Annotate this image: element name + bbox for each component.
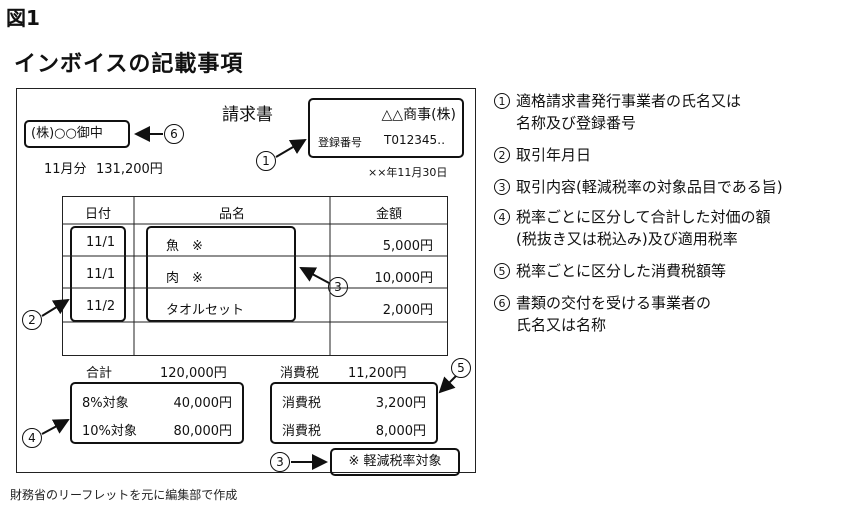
tax-breakdown-box [270, 382, 438, 444]
rate8-label: 8%対象 [82, 396, 129, 411]
invoice-date: ××年11月30日 [368, 166, 448, 179]
header-date: 日付 [84, 207, 111, 222]
legend-num: 5 [494, 263, 510, 279]
invoice-title: 請求書 [222, 105, 273, 125]
recipient-box: (株)○○御中 [24, 120, 130, 148]
registration-number: T012345‥ [384, 133, 446, 147]
issuer-name: △△商事(株) [381, 107, 456, 123]
rate10-label: 10%対象 [82, 424, 137, 439]
row2-item: 肉 ※ [166, 271, 203, 286]
period-amount: 131,200円 [96, 162, 163, 177]
tax-label: 消費税 [280, 366, 320, 381]
marker-5: 5 [451, 358, 471, 378]
rate-totals-box [70, 382, 244, 444]
tax10-amount: 8,000円 [375, 424, 426, 439]
period-month: 11月分 [44, 162, 87, 177]
legend-item-2: 2 取引年月日 [494, 144, 591, 166]
tax10-label: 消費税 [282, 424, 322, 439]
issuer-box [308, 98, 464, 158]
legend-text: 適格請求書発行事業者の氏名又は [516, 92, 742, 110]
legend-text: 取引内容(軽減税率の対象品目である旨) [516, 178, 783, 196]
legend-num: 3 [494, 179, 510, 195]
row1-date: 11/1 [86, 235, 116, 250]
date-highlight [70, 226, 126, 322]
reduced-rate-note-text: ※ 軽減税率対象 [348, 454, 442, 469]
subtotal-label: 合計 [86, 366, 113, 381]
row2-date: 11/1 [86, 267, 116, 282]
row3-item: タオルセット [166, 303, 245, 318]
legend-text: 書類の交付を受ける事業者の [516, 294, 712, 312]
legend-text-cont: (税抜き又は税込み)及び適用税率 [516, 230, 738, 248]
marker-2: 2 [22, 310, 42, 330]
legend-text: 税率ごとに区分して合計した対価の額 [516, 208, 771, 226]
header-amount: 金額 [375, 207, 402, 222]
tax-amount: 11,200円 [348, 366, 407, 381]
legend-text: 税率ごとに区分した消費税額等 [516, 262, 727, 280]
legend-num: 2 [494, 147, 510, 163]
row3-amount: 2,000円 [382, 303, 433, 318]
figure-caption: 財務省のリーフレットを元に編集部で作成 [10, 488, 238, 502]
item-highlight [146, 226, 296, 322]
legend-num: 1 [494, 93, 510, 109]
legend-item-6: 6 書類の交付を受ける事業者の 氏名又は名称 [494, 292, 711, 336]
items-table [62, 196, 448, 356]
legend-text-cont: 名称及び登録番号 [516, 114, 637, 132]
marker-4: 4 [22, 428, 42, 448]
legend-item-4: 4 税率ごとに区分して合計した対価の額 (税抜き又は税込み)及び適用税率 [494, 206, 771, 250]
header-item: 品名 [218, 207, 245, 222]
figure-number: 図1 [6, 6, 40, 30]
figure-title: インボイスの記載事項 [14, 52, 244, 77]
tax8-label: 消費税 [282, 396, 322, 411]
legend-item-5: 5 税率ごとに区分した消費税額等 [494, 260, 726, 282]
subtotal-amount: 120,000円 [160, 366, 227, 381]
invoice-frame [16, 88, 476, 473]
legend-text: 取引年月日 [516, 146, 592, 164]
marker-3b: 3 [270, 452, 290, 472]
legend-item-3: 3 取引内容(軽減税率の対象品目である旨) [494, 176, 783, 198]
legend-num: 6 [494, 295, 510, 311]
rate8-amount: 40,000円 [173, 396, 233, 411]
legend-num: 4 [494, 209, 510, 225]
marker-3a: 3 [328, 277, 348, 297]
registration-label: 登録番号 [318, 136, 362, 149]
row1-item: 魚 ※ [166, 239, 203, 254]
legend-text-cont: 氏名又は名称 [516, 316, 607, 334]
row3-date: 11/2 [86, 299, 116, 314]
marker-1: 1 [256, 151, 276, 171]
rate10-amount: 80,000円 [173, 424, 233, 439]
reduced-rate-note: ※ 軽減税率対象 [330, 448, 460, 476]
legend-item-1: 1 適格請求書発行事業者の氏名又は 名称及び登録番号 [494, 90, 741, 134]
row1-amount: 5,000円 [382, 239, 433, 254]
recipient-name: (株)○○御中 [31, 126, 103, 141]
row2-amount: 10,000円 [374, 271, 434, 286]
tax8-amount: 3,200円 [375, 396, 426, 411]
marker-6: 6 [164, 124, 184, 144]
